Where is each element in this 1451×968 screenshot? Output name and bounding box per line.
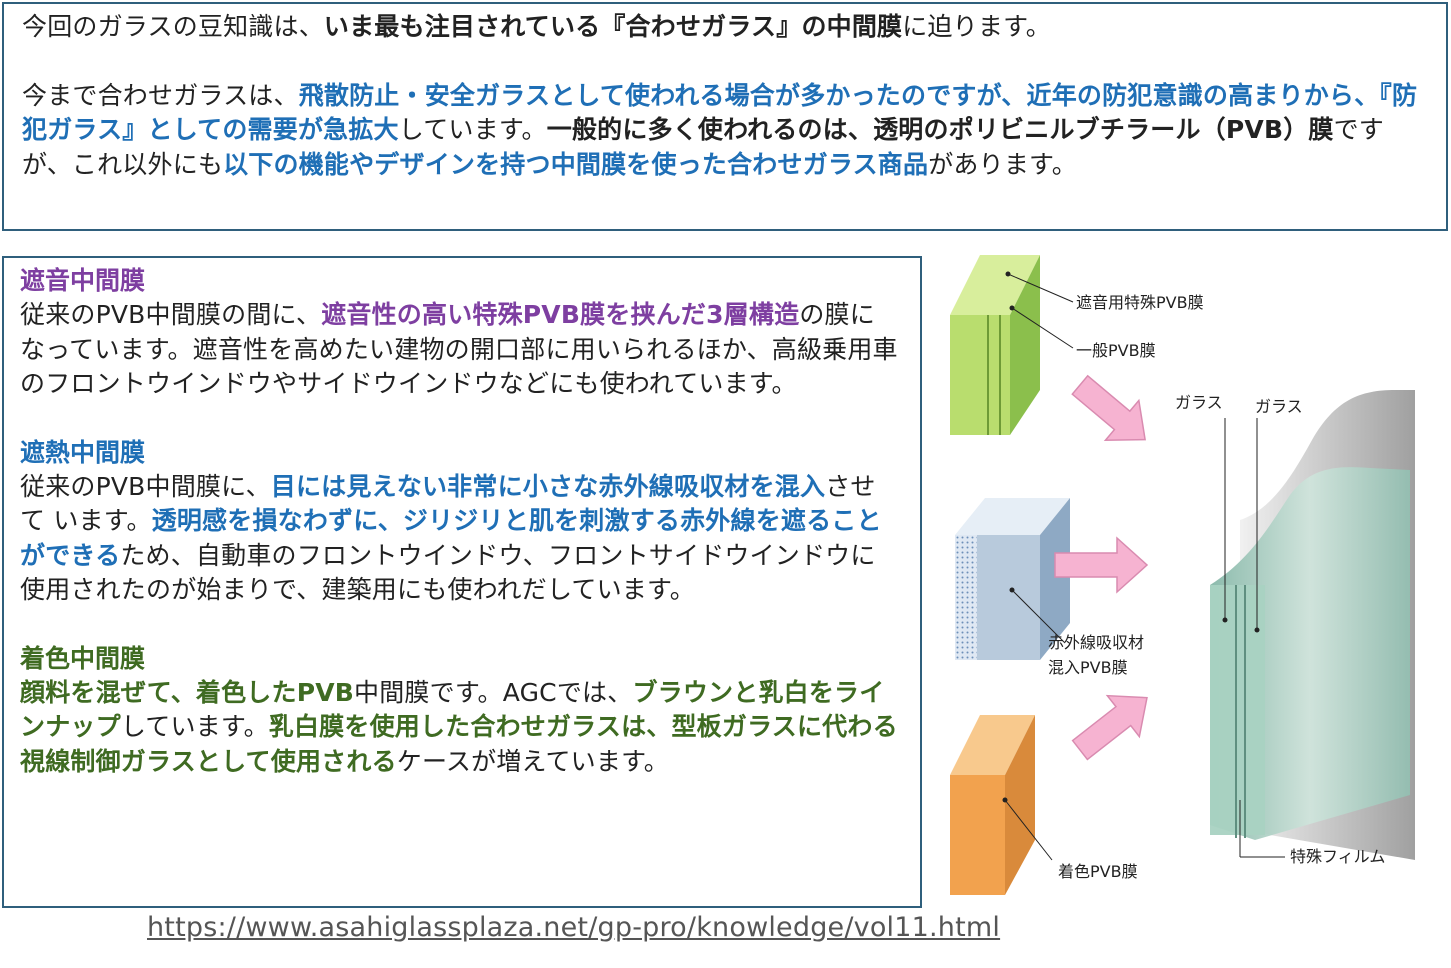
arrow-color bbox=[1071, 694, 1148, 761]
green-highlight: 顔料を混ぜて、着色したPVB bbox=[20, 677, 355, 707]
heat-heading: 遮熱中間膜 bbox=[20, 437, 146, 467]
arrow-heat bbox=[1054, 536, 1149, 594]
leader-line bbox=[1007, 273, 1074, 303]
body-text: 従来のPVB中間膜の間に、 bbox=[20, 300, 322, 329]
purple-highlight: 遮音性の高い特殊PVB膜を挟んだ3層構造 bbox=[321, 300, 800, 329]
intro-box: 今回のガラスの豆知識は、いま最も注目されている『合わせガラス』の中間膜に迫ります… bbox=[2, 2, 1448, 231]
body-text: 中間膜です。AGCでは、 bbox=[354, 677, 633, 707]
interlayer-explanations: 遮音中間膜 従来のPVB中間膜の間に、遮音性の高い特殊PVB膜を挟んだ3層構造の… bbox=[2, 256, 922, 908]
color-body: 顔料を混ぜて、着色したPVB中間膜です。AGCでは、ブラウンと乳白をラインナップ… bbox=[20, 676, 900, 780]
colored-interlayer-sheet bbox=[950, 715, 1035, 895]
intro-text: があります。 bbox=[928, 149, 1077, 179]
label-general-pvb: 一般PVB膜 bbox=[1076, 341, 1156, 360]
blue-highlight: 透明感を損なわずに、ジリジリと肌を刺激する赤外線を遮ることができる bbox=[20, 506, 882, 570]
color-heading: 着色中間膜 bbox=[20, 643, 146, 673]
label-ir-pvb-1: 赤外線吸収材 bbox=[1048, 633, 1144, 652]
label-ir-pvb-2: 混入PVB膜 bbox=[1048, 658, 1128, 677]
intro-emphasis: 一般的に多く使われるのは、透明のポリビニルブチラール（PVB）膜 bbox=[546, 115, 1334, 144]
sound-body: 従来のPVB中間膜の間に、遮音性の高い特殊PVB膜を挟んだ3層構造の膜になってい… bbox=[20, 298, 900, 402]
label-special-pvb: 遮音用特殊PVB膜 bbox=[1076, 293, 1204, 312]
intro-text: 今まで合わせガラスは、 bbox=[22, 80, 299, 110]
label-glass-b: ガラス bbox=[1255, 397, 1303, 416]
laminated-glass-illustration bbox=[1210, 390, 1415, 860]
body-text: させて います。 bbox=[20, 471, 876, 536]
body-text: しています。 bbox=[120, 712, 269, 741]
leader-line bbox=[1011, 307, 1074, 349]
intro-highlight: 飛散防止・安全ガラスとして使われる場合が多かったのですが、近年の防犯意識の高まり… bbox=[22, 80, 1418, 145]
heat-interlayer-sheet bbox=[955, 498, 1070, 660]
intro-emphasis: いま最も注目されている『合わせガラス』の中間膜 bbox=[323, 12, 903, 41]
green-highlight: 乳白膜を使用した合わせガラスは、型板ガラスに代わる視線制御ガラスとして使用される bbox=[20, 712, 898, 776]
intro-text: に迫ります。 bbox=[902, 12, 1051, 41]
sound-heading: 遮音中間膜 bbox=[20, 266, 146, 295]
intro-text: しています。 bbox=[398, 115, 547, 144]
intro-highlight: 以下の機能やデザインを持つ中間膜を使った合わせガラス商品 bbox=[223, 149, 929, 179]
body-text: ため、自動車のフロントウインドウ、フロントサイドウインドウに使用されたのが始まり… bbox=[20, 540, 876, 605]
leader-line bbox=[1004, 799, 1053, 861]
label-special-film: 特殊フィルム bbox=[1290, 847, 1385, 866]
leader-line bbox=[1011, 589, 1066, 644]
intro-paragraph: 今まで合わせガラスは、飛散防止・安全ガラスとして使われる場合が多かったのですが、… bbox=[22, 79, 1422, 183]
heat-body: 従来のPVB中間膜に、目には見えない非常に小さな赤外線吸収材を混入させて います… bbox=[20, 470, 900, 608]
intro-line: 今回のガラスの豆知識は、いま最も注目されている『合わせガラス』の中間膜に迫ります… bbox=[22, 10, 1446, 45]
label-colored-pvb: 着色PVB膜 bbox=[1058, 862, 1138, 881]
body-text: 従来のPVB中間膜に、 bbox=[20, 471, 271, 501]
intro-text: 今回のガラスの豆知識は、 bbox=[22, 12, 324, 41]
intro-text: ですが、これ以外にも bbox=[22, 115, 1385, 179]
body-text: の膜になっています。遮音性を高めたい建物の開口部に用いられるほか、高級乗用車のフ… bbox=[20, 300, 898, 398]
blue-highlight: 目には見えない非常に小さな赤外線吸収材を混入 bbox=[270, 471, 826, 501]
green-highlight: ブラウンと乳白をラインナップ bbox=[20, 677, 885, 742]
laminated-glass-diagram: 遮音用特殊PVB膜 一般PVB膜 赤外線吸収材 混入PVB膜 着色PVB膜 ガ bbox=[950, 255, 1415, 895]
body-text: ケースが増えています。 bbox=[396, 746, 669, 776]
sound-interlayer-sheet bbox=[950, 255, 1040, 435]
label-glass-a: ガラス bbox=[1175, 393, 1223, 412]
source-link[interactable]: https://www.asahiglassplaza.net/gp-pro/k… bbox=[147, 912, 1001, 943]
arrow-sound bbox=[1071, 374, 1146, 442]
